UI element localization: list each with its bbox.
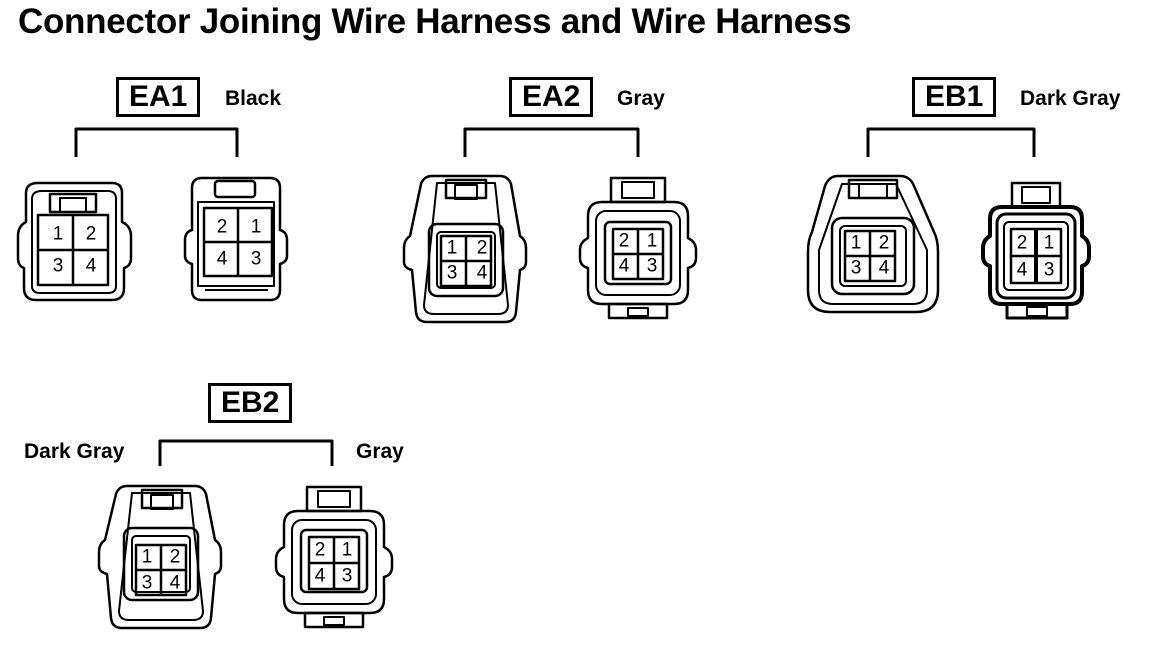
connector-ea2-male: 2 1 4 3 xyxy=(578,176,698,320)
bracket-eb1 xyxy=(866,127,1036,157)
pin-label: 4 xyxy=(315,566,326,587)
pin-label: 1 xyxy=(342,540,353,561)
pin-label: 3 xyxy=(251,249,262,270)
pin-label: 2 xyxy=(879,233,890,254)
pin-label: 2 xyxy=(315,540,326,561)
pin-label: 3 xyxy=(1044,260,1055,281)
connector-code-eb2: EB2 xyxy=(208,383,293,423)
pin-label: 1 xyxy=(851,233,862,254)
connector-ea1-male-pins: 2 1 4 3 xyxy=(217,217,262,270)
connector-eb2-female: 1 2 3 4 xyxy=(97,484,223,630)
bracket-eb2 xyxy=(158,439,334,466)
pin-label: 2 xyxy=(1017,233,1028,254)
pin-label: 3 xyxy=(447,263,458,284)
bracket-ea2 xyxy=(463,127,640,157)
connector-ea2-male-pins: 2 1 4 3 xyxy=(619,231,658,277)
pin-label: 2 xyxy=(86,224,97,245)
pin-label: 4 xyxy=(170,573,181,594)
pin-label: 1 xyxy=(251,217,262,238)
pin-label: 1 xyxy=(647,231,658,252)
connector-eb1-female-pins: 1 2 3 4 xyxy=(851,233,890,279)
pin-label: 4 xyxy=(879,258,890,279)
connector-code-eb1: EB1 xyxy=(912,77,997,117)
page-title: Connector Joining Wire Harness and Wire … xyxy=(18,2,852,41)
connector-eb2-male: 2 1 4 3 xyxy=(274,485,394,629)
connector-color-eb2-right: Gray xyxy=(356,440,404,463)
pin-label: 1 xyxy=(447,238,458,259)
pin-label: 2 xyxy=(477,238,488,259)
connector-eb1-male-pins: 2 1 4 3 xyxy=(1017,233,1055,281)
connector-color-ea2: Gray xyxy=(617,87,665,110)
pin-label: 4 xyxy=(619,256,630,277)
pin-label: 2 xyxy=(619,231,630,252)
pin-label: 1 xyxy=(1044,233,1055,254)
connector-ea2-female-pins: 1 2 3 4 xyxy=(447,238,488,284)
connector-color-eb1: Dark Gray xyxy=(1020,87,1121,110)
pin-label: 2 xyxy=(170,547,181,568)
pin-label: 1 xyxy=(142,547,153,568)
connector-eb1-male: 2 1 4 3 xyxy=(981,181,1091,320)
pin-label: 4 xyxy=(477,263,488,284)
connector-color-ea1: Black xyxy=(225,87,282,110)
pin-label: 3 xyxy=(342,566,353,587)
pin-label: 3 xyxy=(53,256,64,277)
pin-label: 2 xyxy=(217,217,228,238)
connector-ea1-male: 2 1 4 3 xyxy=(183,176,289,302)
connector-eb2-male-pins: 2 1 4 3 xyxy=(315,540,353,587)
pin-label: 4 xyxy=(86,256,97,277)
pin-label: 4 xyxy=(1017,260,1028,281)
pin-label: 4 xyxy=(217,249,228,270)
connector-code-ea2: EA2 xyxy=(509,77,594,117)
connector-eb1-female: 1 2 3 4 xyxy=(806,174,940,314)
pin-label: 3 xyxy=(647,256,658,277)
connector-ea2-female: 1 2 3 4 xyxy=(402,174,528,324)
pin-label: 3 xyxy=(851,258,862,279)
connector-code-ea1: EA1 xyxy=(116,77,201,117)
connector-color-eb2-left: Dark Gray xyxy=(24,440,125,463)
bracket-ea1 xyxy=(74,127,239,157)
connector-ea1-female-pins: 1 2 3 4 xyxy=(53,224,97,277)
connector-ea1-female: 1 2 3 4 xyxy=(16,181,133,302)
pin-label: 1 xyxy=(53,224,64,245)
connector-eb2-female-pins: 1 2 3 4 xyxy=(142,547,181,594)
pin-label: 3 xyxy=(142,573,153,594)
